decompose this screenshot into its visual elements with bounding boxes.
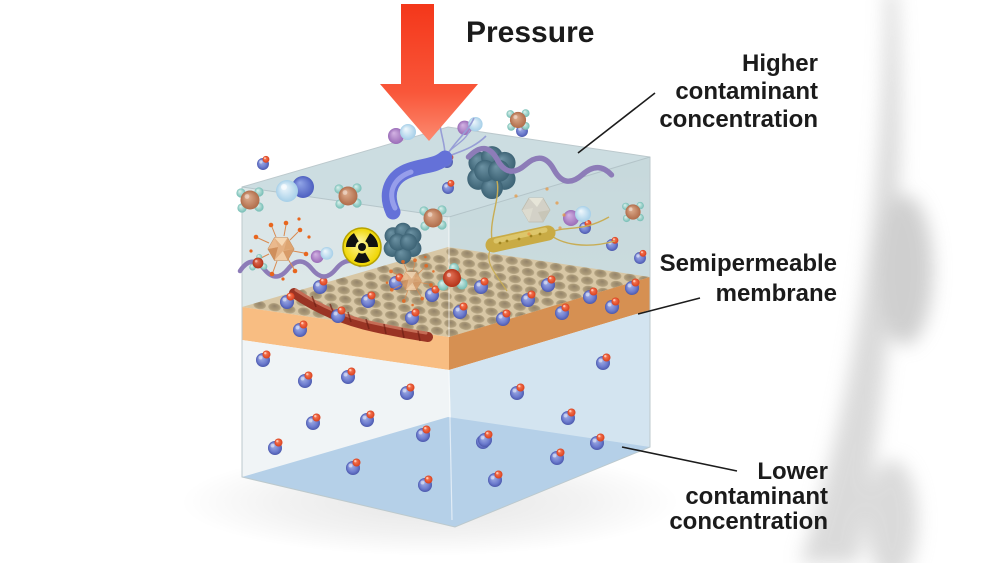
higher-contaminant-line2: contaminant bbox=[675, 78, 818, 105]
cube-floor-face bbox=[242, 417, 650, 527]
membrane-pore bbox=[580, 276, 594, 285]
membrane-front-face bbox=[242, 307, 449, 370]
membrane-pore bbox=[498, 300, 512, 309]
higher-contaminant-label: Higher contaminant concentration bbox=[659, 50, 818, 134]
leader-line-lower bbox=[621, 446, 738, 472]
membrane-pore bbox=[268, 303, 281, 312]
membrane-pore bbox=[355, 306, 368, 315]
membrane-pore bbox=[352, 288, 365, 297]
membrane-pore bbox=[536, 270, 550, 279]
membrane-pore bbox=[335, 276, 349, 286]
membrane-pore bbox=[454, 294, 467, 303]
membrane-pore bbox=[478, 270, 492, 279]
leader-lines bbox=[577, 92, 738, 472]
membrane-pore bbox=[462, 259, 476, 268]
brown-tetra bbox=[506, 109, 530, 131]
membrane-pore bbox=[477, 261, 490, 270]
membrane-pore bbox=[608, 271, 622, 280]
leader-line-higher bbox=[577, 92, 656, 154]
membrane-pore bbox=[370, 308, 383, 318]
membrane-pore bbox=[444, 319, 457, 328]
membrane-pore bbox=[470, 305, 484, 314]
membrane-pore bbox=[510, 284, 523, 293]
membrane-pore bbox=[421, 271, 434, 280]
membrane-pore bbox=[483, 298, 497, 307]
membrane-pore bbox=[384, 310, 398, 320]
membrane-pore bbox=[365, 281, 378, 290]
membrane-pore bbox=[564, 265, 578, 274]
membrane-pore bbox=[567, 283, 581, 292]
membrane-pore bbox=[472, 314, 485, 323]
membrane-pore bbox=[549, 262, 563, 272]
membrane-pore bbox=[377, 264, 390, 274]
membrane-pore bbox=[297, 307, 311, 316]
pressure-label: Pressure bbox=[466, 16, 595, 49]
membrane-pore bbox=[398, 303, 411, 313]
membrane-pore bbox=[520, 258, 533, 267]
membrane-pore bbox=[433, 255, 446, 264]
membrane-pore bbox=[337, 286, 350, 295]
membrane-pore bbox=[492, 263, 505, 272]
membrane-pore bbox=[434, 264, 448, 273]
radiation bbox=[342, 227, 382, 267]
page-edge-shading bbox=[800, 0, 933, 563]
membrane-pore bbox=[594, 269, 607, 278]
cube-outline bbox=[241, 126, 651, 528]
membrane-pore bbox=[378, 274, 392, 283]
membrane-pore bbox=[552, 281, 566, 290]
lower-contaminant-line3: concentration bbox=[669, 508, 828, 535]
membrane-pore bbox=[381, 292, 395, 301]
lower-contaminant-line2: contaminant bbox=[685, 483, 828, 510]
membrane-pore bbox=[350, 279, 364, 288]
membrane-pore bbox=[579, 267, 592, 276]
lower-contaminant-label: Lower contaminant concentration bbox=[669, 459, 828, 534]
membrane-pore bbox=[464, 268, 477, 277]
membrane-pore bbox=[493, 272, 507, 282]
membrane-pore bbox=[595, 278, 609, 287]
membrane-pore bbox=[339, 295, 352, 304]
membrane-pore bbox=[485, 307, 498, 316]
membrane-label-line2: membrane bbox=[715, 280, 837, 307]
higher-contaminant-line1: Higher bbox=[741, 50, 818, 77]
membrane-pore bbox=[475, 252, 489, 261]
membrane-pore bbox=[430, 326, 444, 335]
membrane-pore bbox=[253, 300, 266, 310]
membrane-pore bbox=[505, 256, 518, 265]
membrane-pore bbox=[363, 271, 377, 281]
membrane-pore bbox=[458, 321, 472, 330]
membrane-pore bbox=[447, 257, 461, 266]
membrane-pore bbox=[383, 301, 396, 311]
pressure-arrow bbox=[380, 4, 478, 141]
membrane-pore bbox=[513, 302, 526, 311]
membrane-pore bbox=[490, 254, 504, 263]
leader-line-membrane bbox=[637, 297, 701, 315]
membrane-pore bbox=[508, 274, 522, 284]
membrane-right-face bbox=[449, 277, 650, 370]
semipermeable-membrane-label: Semipermeable membrane bbox=[660, 249, 837, 309]
water-molecule bbox=[257, 155, 270, 170]
higher-contaminant-line3: concentration bbox=[659, 106, 818, 133]
membrane-pore bbox=[324, 293, 337, 302]
lower-contaminant-line1: Lower bbox=[757, 458, 828, 485]
membrane-pore bbox=[440, 301, 454, 310]
membrane-pore bbox=[521, 267, 535, 277]
membrane-pore bbox=[554, 290, 568, 299]
membrane-pore bbox=[541, 297, 554, 306]
membrane-pore bbox=[429, 317, 442, 326]
membrane-pore bbox=[468, 296, 482, 305]
membrane-pore bbox=[427, 308, 441, 317]
membrane-pore bbox=[506, 265, 520, 275]
membrane-pore bbox=[461, 250, 474, 259]
membrane-pore bbox=[523, 277, 536, 286]
membrane-label-line1: Semipermeable bbox=[659, 250, 837, 277]
membrane-pore bbox=[566, 274, 579, 283]
membrane-pore bbox=[534, 260, 548, 270]
membrane-pore bbox=[496, 291, 510, 300]
